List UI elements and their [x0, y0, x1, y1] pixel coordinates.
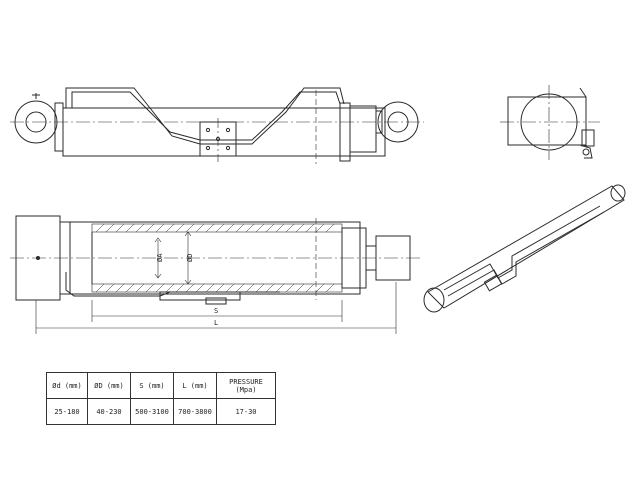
diameter-label: ØD — [186, 254, 194, 262]
value-pressure: 17-30 — [216, 398, 276, 425]
spec-table: Ød (mm) ØD (mm) S (mm) L (mm) PRESSURE (… — [46, 372, 276, 425]
right-cap — [339, 102, 351, 162]
top-hydraulic-line — [71, 91, 341, 141]
header-bore-diameter: ØD (mm) — [87, 372, 131, 399]
section-view — [10, 215, 420, 334]
value-bore-diameter: 40-230 — [87, 398, 131, 425]
spec-table-header-row: Ød (mm) ØD (mm) S (mm) L (mm) PRESSURE (… — [46, 372, 276, 399]
length-label: L — [214, 319, 218, 327]
header-rod-diameter: Ød (mm) — [46, 372, 88, 399]
spec-table-value-row: 25-180 40-230 500-3100 700-3800 17-30 — [46, 398, 276, 425]
header-length: L (mm) — [173, 372, 217, 399]
stroke-label: S — [214, 307, 218, 315]
isometric-view — [423, 184, 626, 313]
value-stroke: 500-3100 — [130, 398, 174, 425]
section-barrel — [69, 221, 361, 295]
value-length: 700-3800 — [173, 398, 217, 425]
header-pressure: PRESSURE (Mpa) — [216, 372, 276, 399]
value-rod-diameter: 25-180 — [46, 398, 88, 425]
iso-barrel — [427, 185, 625, 309]
top-barrel — [62, 107, 386, 157]
top-view — [10, 87, 424, 164]
side-body — [507, 96, 587, 146]
bore-label: ØA — [156, 253, 164, 262]
side-view — [500, 85, 600, 160]
header-stroke: S (mm) — [130, 372, 174, 399]
